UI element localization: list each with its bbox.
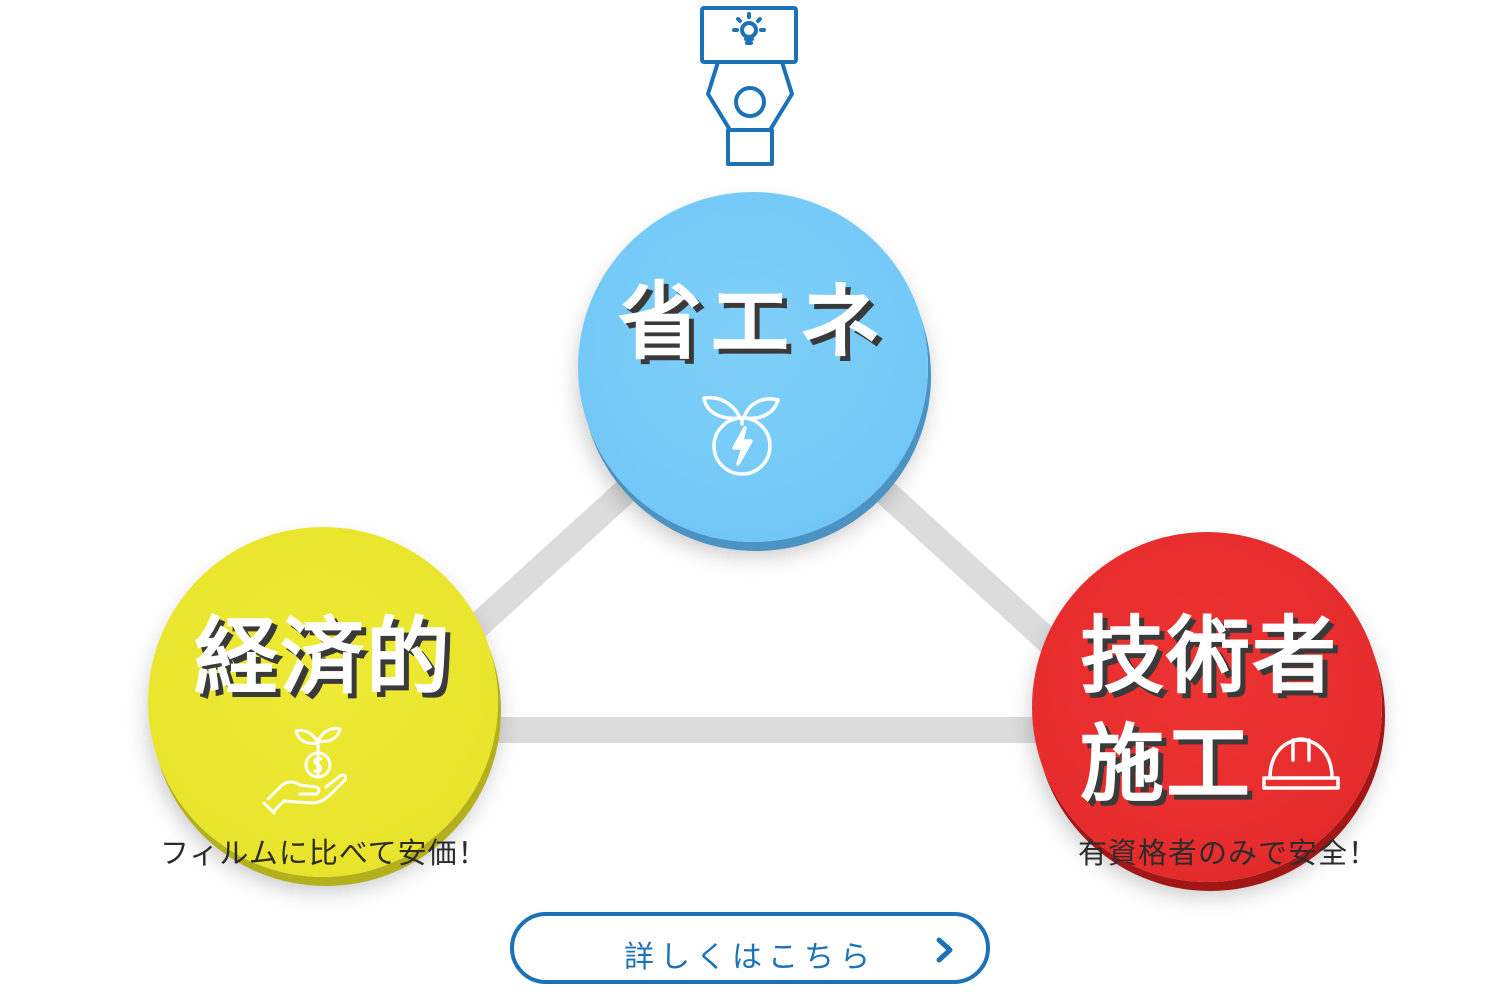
leaf-energy-icon [702, 395, 780, 476]
technician-caption: 有資格者のみで安全！ [1078, 836, 1379, 870]
details-button[interactable]: 詳しくはこちら [510, 912, 990, 984]
person-idea-sign-icon [700, 6, 798, 166]
technician-circle: 技術者 施工 [1032, 532, 1382, 882]
chevron-right-icon [936, 937, 953, 963]
economy-title: 経済的 [193, 608, 452, 706]
details-button-label: 詳しくはこちら [624, 940, 876, 975]
money-plant-hand-icon [262, 726, 348, 815]
connector-energy-technician [837, 447, 1093, 683]
technician-title-line2: 施工 [1080, 715, 1253, 813]
hard-hat-icon [1262, 737, 1340, 790]
technician-title-line1: 技術者 [1080, 607, 1339, 705]
energy-saving-circle: 省エネ [578, 192, 928, 542]
economy-caption: フィルムに比べて安価！ [160, 836, 488, 870]
energy-saving-title: 省エネ [617, 273, 888, 371]
economy-circle: 経済的 [148, 527, 498, 877]
